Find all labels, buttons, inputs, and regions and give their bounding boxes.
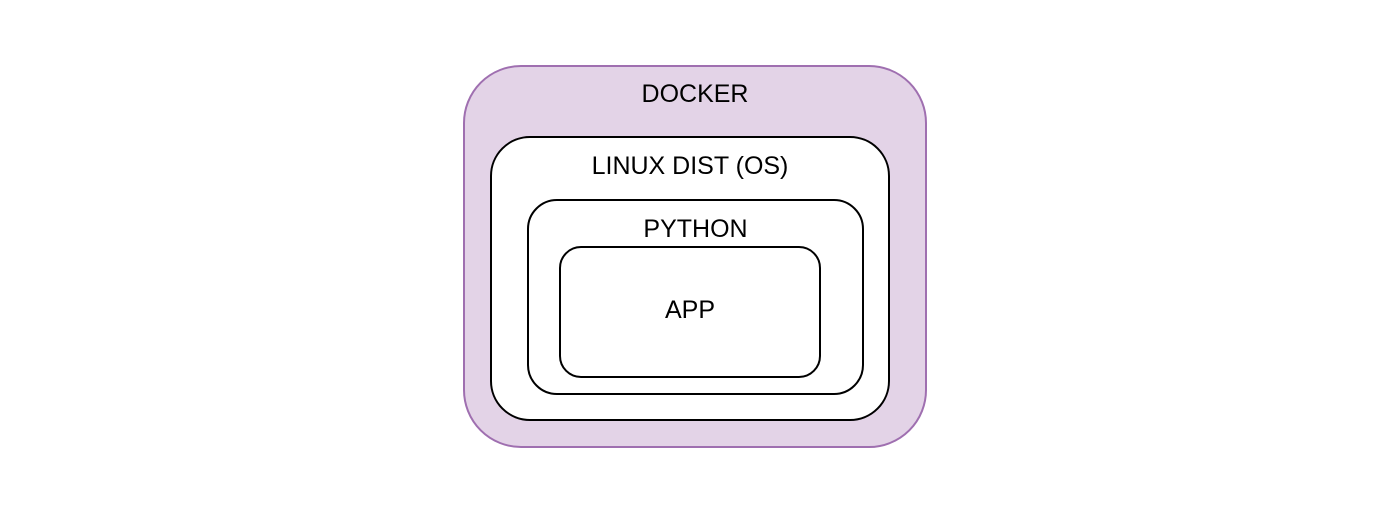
app-label: APP (664, 296, 716, 324)
linux-dist-label: LINUX DIST (OS) (591, 152, 789, 180)
app-layer: APP (559, 246, 821, 378)
python-label: PYTHON (643, 215, 748, 243)
docker-label: DOCKER (641, 80, 749, 108)
